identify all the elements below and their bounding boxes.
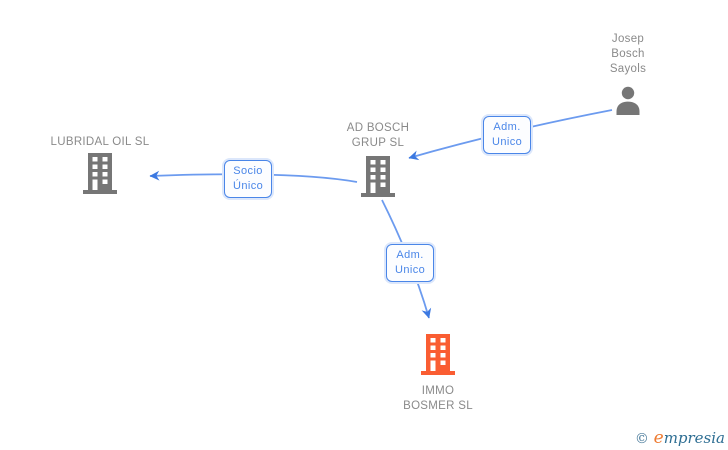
relation-box-adm-unico-bottom: Adm. Unico (386, 244, 435, 282)
company-name: AD BOSCH GRUP SL (346, 122, 410, 149)
node-company-lubridal-oil-sl[interactable]: LUBRIDAL OIL SL (30, 135, 170, 199)
copyright-icon: © (634, 431, 649, 447)
company-name: IMMO BOSMER SL (403, 385, 473, 412)
brand-rest: mpresia (663, 429, 725, 447)
relation-box-adm-unico-top: Adm. Unico (483, 116, 532, 154)
person-icon (613, 85, 643, 120)
building-icon (83, 153, 117, 199)
person-name: Josep Bosch Sayols (609, 33, 647, 75)
node-person-josep-bosch-sayols[interactable]: Josep Bosch Sayols (588, 32, 668, 120)
company-name: LUBRIDAL OIL SL (50, 136, 150, 148)
node-company-immo-bosmer-sl[interactable]: IMMO BOSMER SL (398, 334, 478, 414)
relation-box-socio-unico: Socio Único (224, 160, 273, 198)
node-company-ad-bosch-grup-sl[interactable]: AD BOSCH GRUP SL (338, 121, 418, 202)
brand-initial: e (653, 428, 664, 448)
building-icon-highlighted (421, 334, 455, 380)
empresia-logo[interactable]: © empresia (635, 428, 725, 448)
building-icon (361, 156, 395, 202)
